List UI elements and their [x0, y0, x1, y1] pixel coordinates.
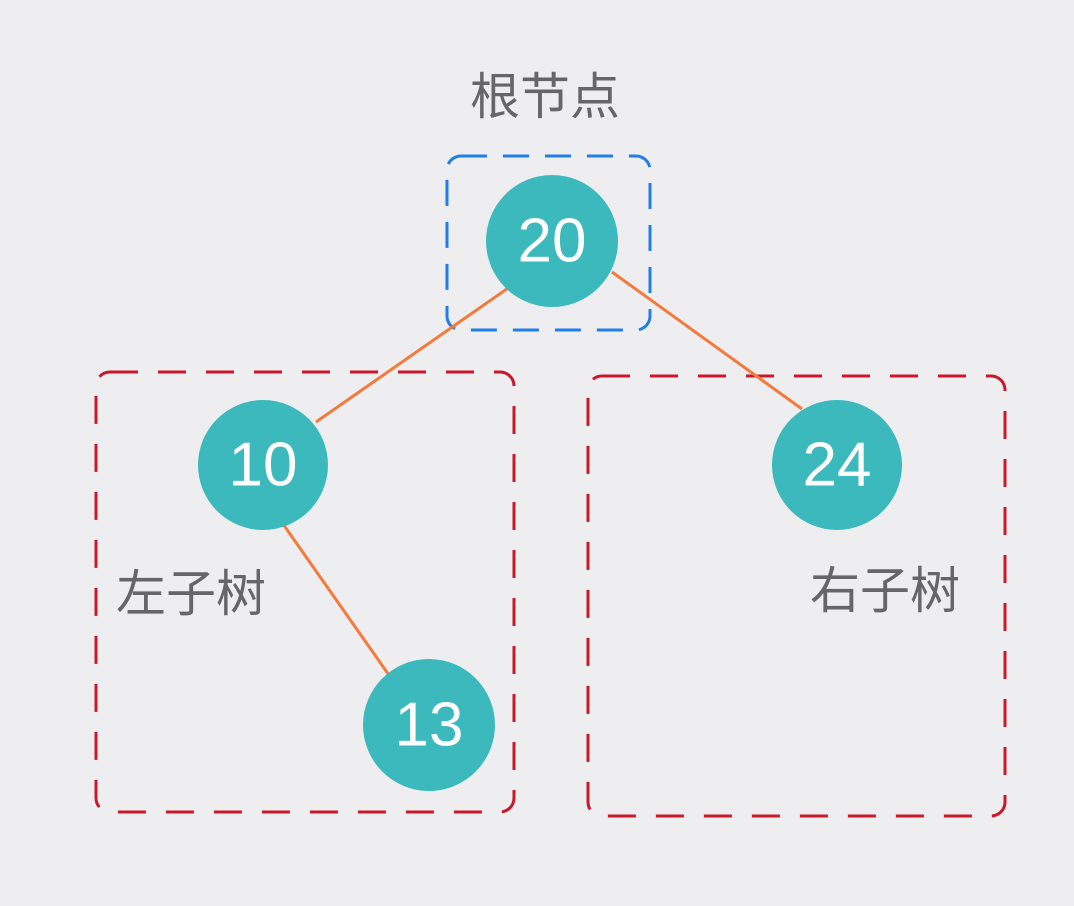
edge-10-13: [281, 523, 393, 679]
node-value: 10: [229, 431, 298, 500]
right-subtree-box: [586, 374, 1007, 818]
tree-node-left: 10: [198, 400, 328, 530]
node-value: 13: [395, 691, 464, 760]
right-subtree-label: 右子树: [810, 562, 960, 620]
root-node-label: 根节点: [470, 68, 620, 126]
node-value: 20: [518, 207, 587, 276]
tree-node-left-right: 13: [363, 659, 495, 791]
node-circle: [772, 400, 902, 530]
left-subtree-label: 左子树: [116, 565, 266, 623]
node-circle: [363, 659, 495, 791]
edge-20-10: [315, 284, 512, 424]
edge-20-24: [611, 270, 803, 411]
left-subtree-box: [94, 370, 516, 814]
tree-node-right: 24: [772, 400, 902, 530]
node-circle: [486, 175, 618, 307]
node-value: 24: [803, 431, 872, 500]
tree-node-root: 20: [486, 175, 618, 307]
node-circle: [198, 400, 328, 530]
root-node-box: [445, 154, 652, 332]
